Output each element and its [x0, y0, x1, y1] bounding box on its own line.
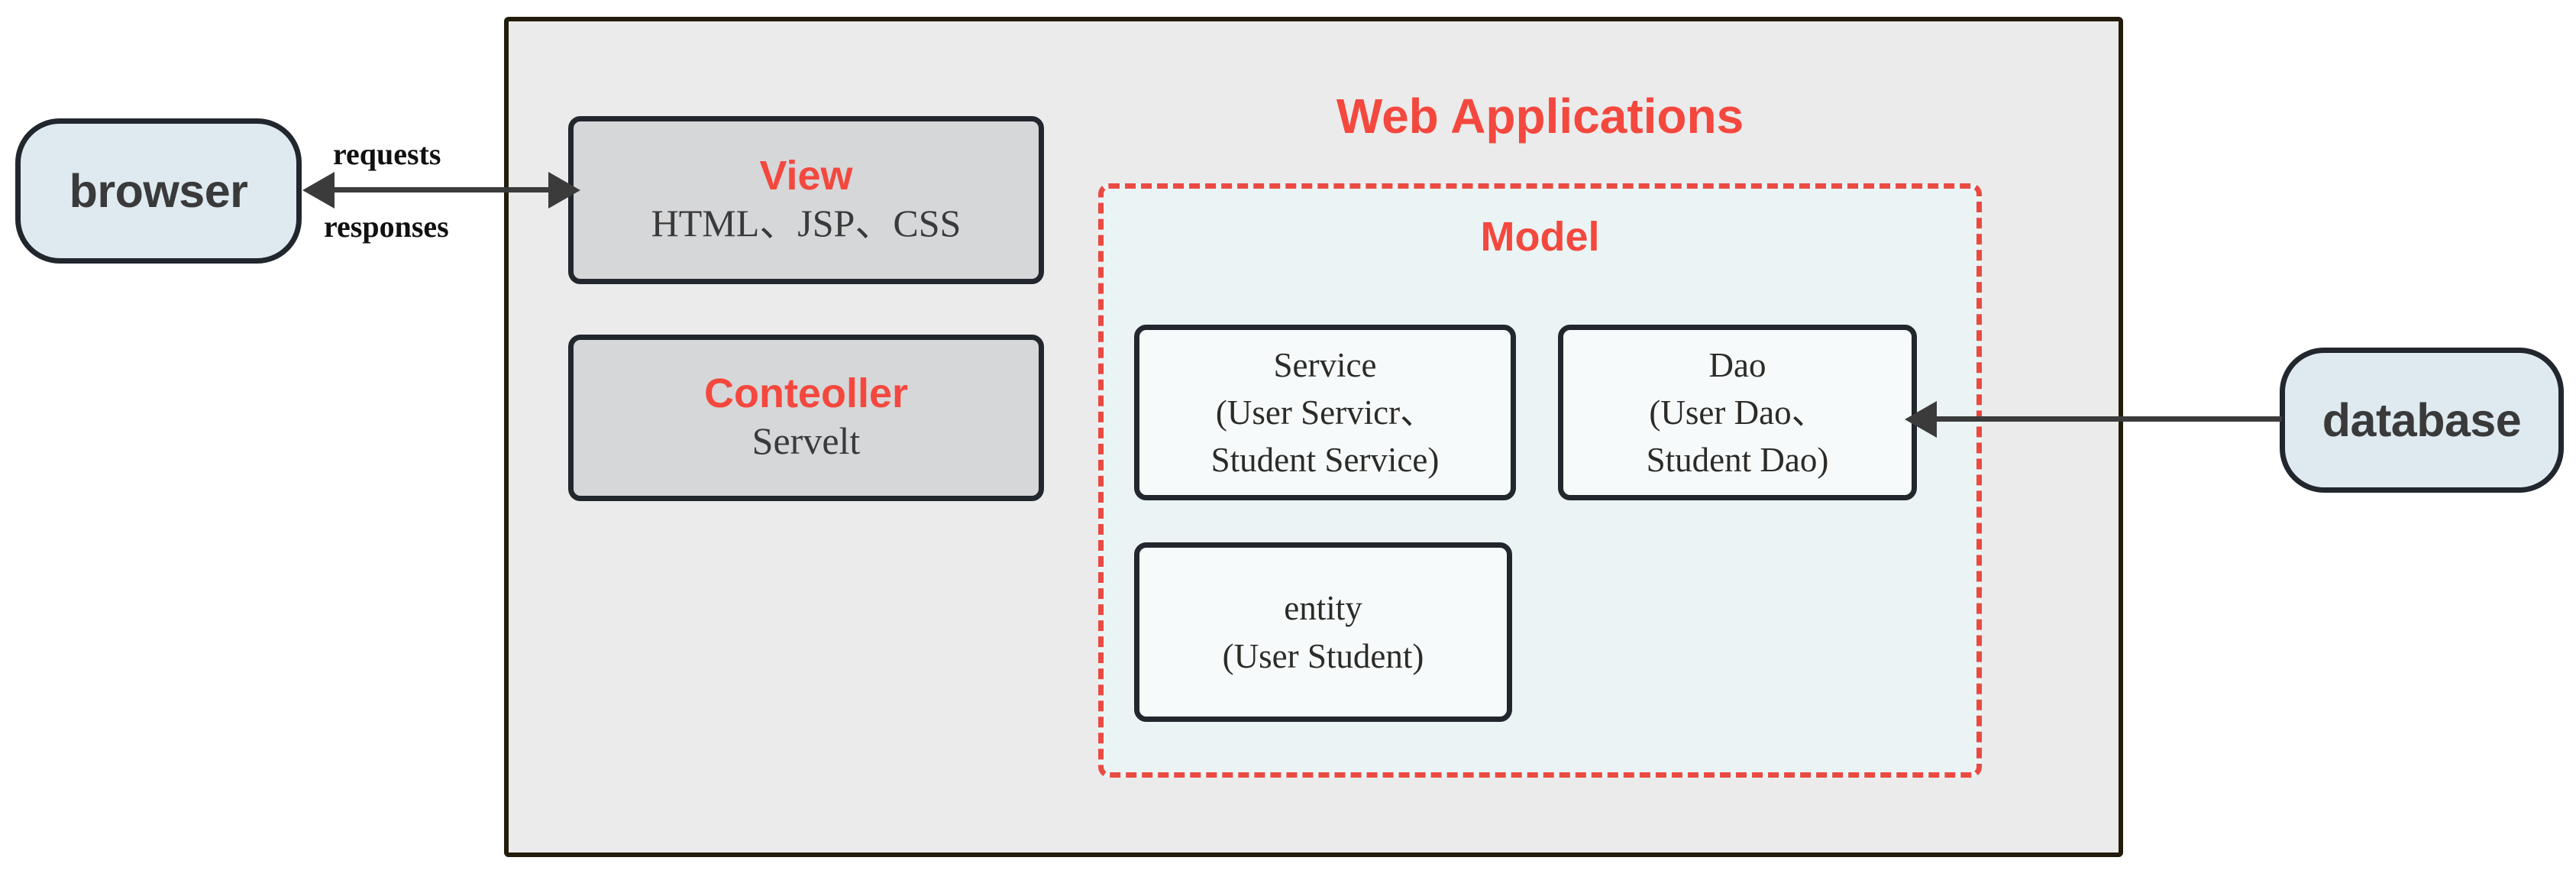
dao-box[interactable]: Dao (User Dao、 Student Dao): [1558, 325, 1917, 500]
entity-box-line-1: entity: [1284, 589, 1362, 628]
arrow-right-icon: [548, 172, 580, 209]
model-title: Model: [1480, 214, 1600, 260]
requests-label: requests: [333, 137, 441, 171]
dao-box-line-3: Student Dao): [1646, 441, 1829, 480]
browser-node[interactable]: browser: [15, 118, 302, 264]
view-box-subtitle: HTML、JSP、CSS: [651, 202, 962, 245]
service-box[interactable]: Service (User Servicr、 Student Service): [1134, 325, 1516, 500]
web-applications-title: Web Applications: [1336, 89, 1744, 144]
service-box-line-1: Service: [1273, 345, 1377, 384]
entity-box[interactable]: entity (User Student): [1134, 542, 1512, 722]
controller-box[interactable]: Conteoller Servelt: [568, 335, 1044, 501]
arrow-left-icon: [1905, 401, 1937, 438]
service-box-line-2: (User Servicr、: [1215, 393, 1435, 432]
controller-box-title: Conteoller: [703, 370, 909, 416]
service-box-line-3: Student Service): [1210, 441, 1440, 480]
dao-box-line-2: (User Dao、: [1649, 393, 1826, 432]
entity-box-line-2: (User Student): [1222, 636, 1424, 675]
arrow-left-icon: [302, 172, 335, 209]
database-node[interactable]: database: [2280, 348, 2564, 493]
dao-box-line-1: Dao: [1708, 345, 1766, 384]
controller-box-subtitle: Servelt: [751, 419, 861, 463]
view-box[interactable]: View HTML、JSP、CSS: [568, 116, 1044, 284]
view-box-title: View: [759, 152, 853, 199]
responses-label: responses: [324, 209, 449, 244]
browser-view-connector: [330, 187, 556, 192]
database-dao-connector: [1932, 416, 2282, 422]
